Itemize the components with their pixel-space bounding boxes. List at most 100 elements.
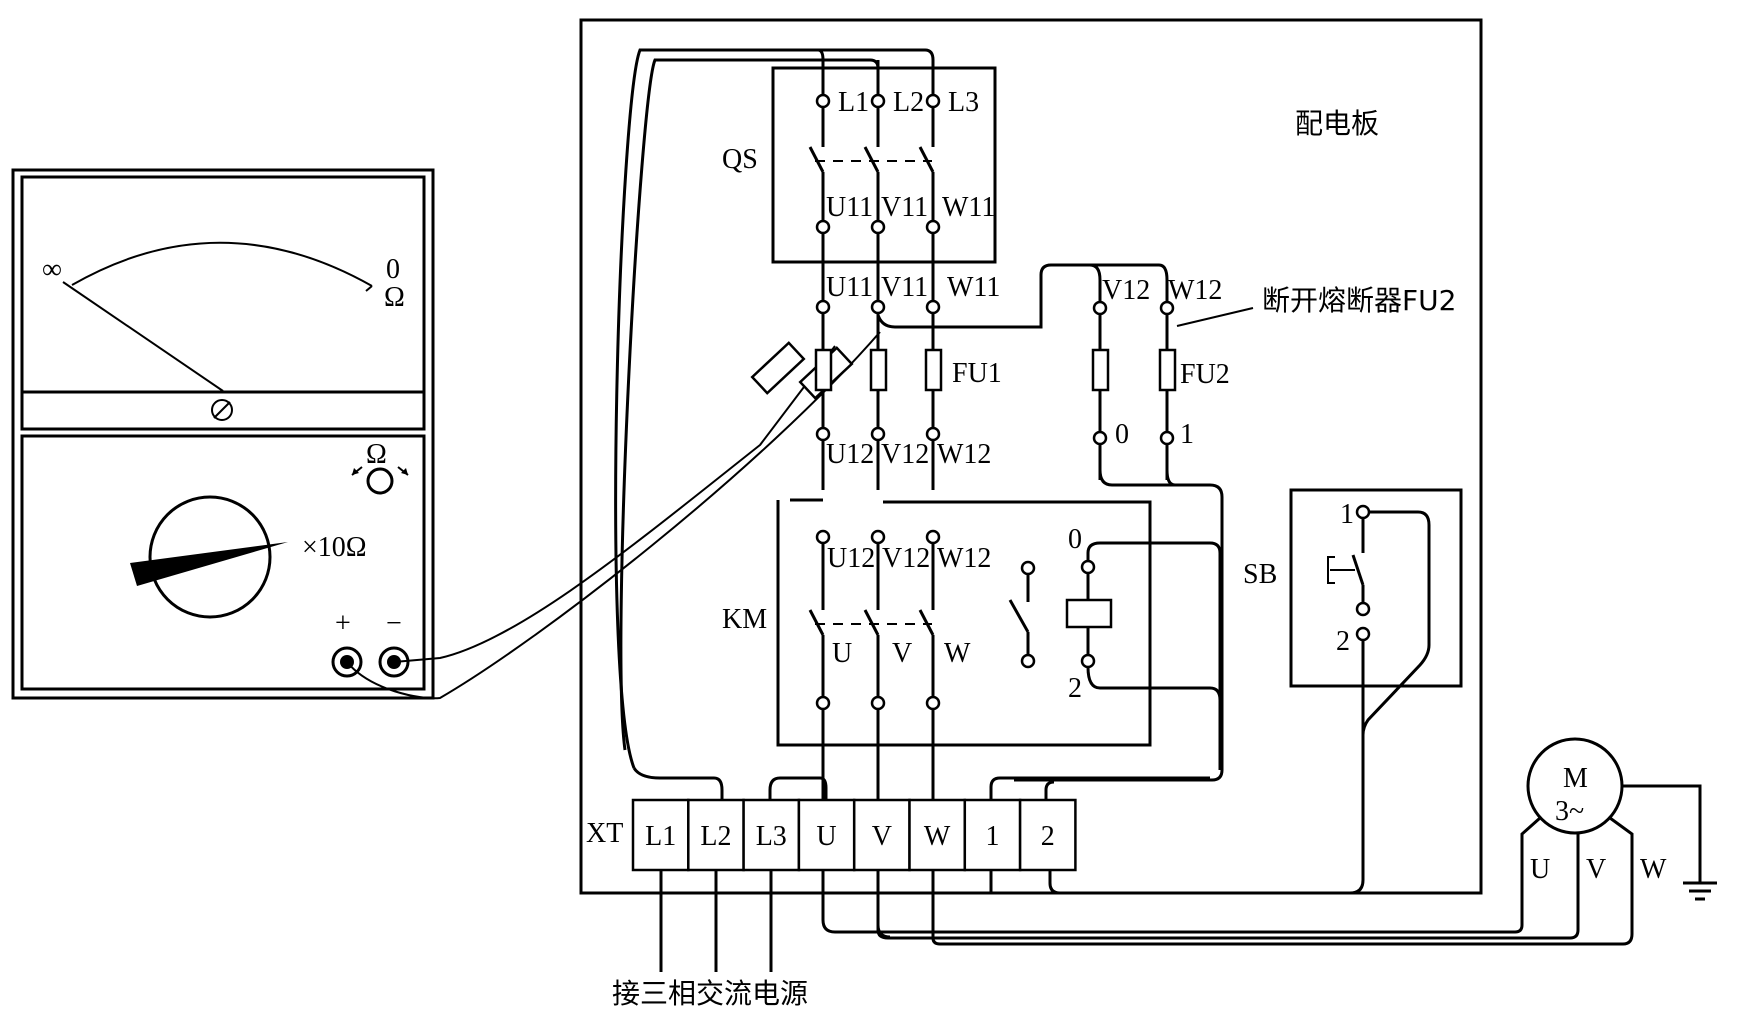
plus-test-lead[interactable] — [346, 331, 881, 700]
sb-terminal-2[interactable] — [1355, 626, 1371, 642]
terminal-u11[interactable] — [815, 299, 831, 315]
fu2-label: FU2 — [1180, 359, 1230, 390]
mechanical-zero-screw-icon[interactable] — [211, 399, 233, 421]
coil-wire-2 — [1086, 666, 1222, 701]
fu1-output-w12: W12 — [937, 439, 991, 470]
probe-tip-1[interactable] — [750, 341, 806, 395]
fu2-v12-feed — [1089, 263, 1102, 300]
km-terminal-u[interactable] — [815, 695, 831, 711]
xt-terminal-label: U — [816, 821, 836, 852]
board-title: 配电板 — [1295, 107, 1379, 140]
km-auxiliary-contact[interactable] — [1008, 560, 1036, 669]
supply-cable-l2-terminal — [768, 776, 820, 802]
terminal-v11[interactable] — [870, 299, 886, 315]
fu2-feed-wire — [876, 263, 1169, 329]
fu2-input-w12: W12 — [1168, 275, 1222, 306]
xt-terminal-u[interactable]: U — [797, 798, 856, 872]
distribution-board-frame — [579, 18, 1483, 895]
meter-needle — [62, 281, 224, 392]
xt-terminal-l3[interactable]: L3 — [742, 798, 801, 872]
terminal-fu2-out-0[interactable] — [1092, 430, 1108, 446]
km-terminal-v[interactable] — [870, 695, 886, 711]
terminal-w12-top[interactable] — [925, 426, 941, 442]
qs-output-u11: U11 — [826, 192, 873, 223]
qs-pole-l1[interactable] — [808, 60, 831, 290]
qs-output-w11: W11 — [942, 192, 995, 223]
ohm-zero-adjust-knob[interactable]: Ω — [351, 439, 409, 495]
xt-terminal-label: 1 — [985, 821, 999, 852]
fu1-input-u11: U11 — [826, 272, 873, 303]
sb-terminal-1-label: 1 — [1340, 499, 1354, 530]
xt-terminal-2[interactable]: 2 — [1018, 798, 1077, 872]
xt1-top-wire — [989, 776, 1210, 800]
fu2-output-0: 0 — [1115, 419, 1129, 450]
xt-terminal-w[interactable]: W — [908, 798, 967, 872]
xt-terminal-label: V — [872, 821, 892, 852]
motor-terminal-v: V — [1586, 854, 1606, 885]
km-terminal-w[interactable] — [925, 695, 941, 711]
sb-to-xt2-wire — [1048, 860, 1365, 895]
meter-control-panel — [20, 434, 426, 691]
km-terminal-u12[interactable] — [815, 529, 831, 545]
xt-terminal-label: L3 — [756, 821, 787, 852]
xt-terminal-1[interactable]: 1 — [963, 798, 1022, 872]
fu1-fuse-w[interactable] — [924, 348, 943, 392]
km-input-v12: V12 — [882, 543, 930, 574]
xt-terminal-label: W — [924, 821, 951, 852]
range-selector-pointer — [130, 542, 288, 586]
supply-cable-l3-terminal — [819, 776, 828, 802]
terminal-v12-top[interactable] — [870, 426, 886, 442]
sb-pushbutton[interactable]: SB 1 2 — [1048, 488, 1463, 895]
qs-label: QS — [722, 144, 758, 175]
km-terminal-w12[interactable] — [925, 529, 941, 545]
terminal-w11[interactable] — [925, 299, 941, 315]
qs-enclosure — [771, 66, 997, 264]
xt-terminal-v[interactable]: V — [852, 798, 911, 872]
xt-label: XT — [586, 818, 623, 849]
fu1-fuse-v[interactable] — [869, 348, 888, 392]
fu1-label: FU1 — [952, 358, 1002, 389]
supply-cable-l1 — [614, 48, 825, 769]
xt-terminal-label: 2 — [1041, 821, 1055, 852]
multimeter-outer-frame — [11, 168, 435, 700]
fu2-fuses: V12 W12 FU2 0 1 — [1014, 275, 1230, 782]
km-terminal-v12[interactable] — [870, 529, 886, 545]
scale-end-tick — [365, 285, 373, 292]
terminal-fu2-out-1[interactable] — [1159, 430, 1175, 446]
motor-lead-v-start — [876, 870, 891, 939]
ohm-adjust-knob-icon[interactable] — [366, 467, 394, 495]
fu2-fuse-1[interactable] — [1091, 348, 1110, 392]
range-selector-dial[interactable] — [148, 495, 272, 619]
motor-label-m: M — [1563, 763, 1588, 794]
sb-return-wire — [1361, 510, 1431, 736]
motor[interactable]: M 3~ U V W — [1520, 737, 1667, 885]
qs-output-v11: V11 — [881, 192, 928, 223]
km-main-contacts[interactable] — [808, 543, 935, 800]
meter-dial-window — [20, 175, 426, 431]
sb-terminal-1[interactable] — [1355, 504, 1371, 520]
terminal-fu2-v12[interactable] — [1092, 300, 1108, 316]
fu1-input-terminals: U11 V11 W11 — [815, 272, 1000, 490]
terminal-u12-top[interactable] — [815, 426, 831, 442]
fu2-input-v12: V12 — [1102, 275, 1150, 306]
fu1-fuse-u[interactable] — [814, 348, 833, 392]
minus-test-lead[interactable] — [393, 345, 836, 663]
fu2-fuse-2[interactable] — [1158, 348, 1177, 392]
xt-terminal-l2[interactable]: L2 — [687, 798, 745, 872]
motor-label-phase: 3~ — [1555, 796, 1584, 827]
motor-terminal-u: U — [1530, 854, 1550, 885]
sb-actuator-icon — [1327, 556, 1355, 584]
scale-infinity-label: ∞ — [42, 254, 62, 285]
km-enclosure — [776, 500, 1152, 747]
ground-icon — [1622, 784, 1717, 901]
km-coil[interactable]: 0 2 — [1065, 524, 1222, 770]
km-output-v: V — [892, 638, 912, 669]
terminal-fu2-w12[interactable] — [1159, 300, 1175, 316]
coil-wire-0 — [1086, 541, 1222, 770]
sb-terminal-2-label: 2 — [1336, 626, 1350, 657]
range-selector-knob[interactable]: ×10Ω — [130, 495, 367, 619]
ohm-adjust-label: Ω — [366, 439, 387, 470]
xt-terminal-l1[interactable]: L1 — [631, 798, 690, 872]
